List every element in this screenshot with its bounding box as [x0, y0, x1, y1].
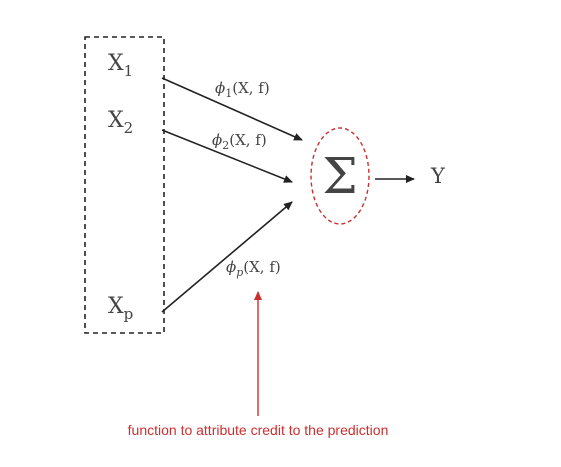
input-features-box	[84, 36, 165, 334]
annotation-text: function to attribute credit to the pred…	[128, 422, 389, 438]
edge-xp-to-sum	[161, 201, 293, 313]
edge-x2-to-sum	[161, 129, 293, 183]
sum-node-outline	[310, 127, 370, 225]
edge-label-phi1: ϕ1(X, f)	[215, 79, 270, 100]
edge-label-phi2: ϕ2(X, f)	[212, 131, 267, 152]
edge-label-phip: ϕp(X, f)	[226, 258, 281, 279]
input-x2-label: X2	[108, 108, 133, 137]
edge-x1-to-sum	[161, 77, 303, 141]
input-x1-label: X1	[108, 51, 133, 80]
sum-symbol: Σ	[322, 147, 357, 205]
input-xp-label: Xp	[108, 294, 133, 323]
output-y-label: Y	[430, 164, 446, 188]
